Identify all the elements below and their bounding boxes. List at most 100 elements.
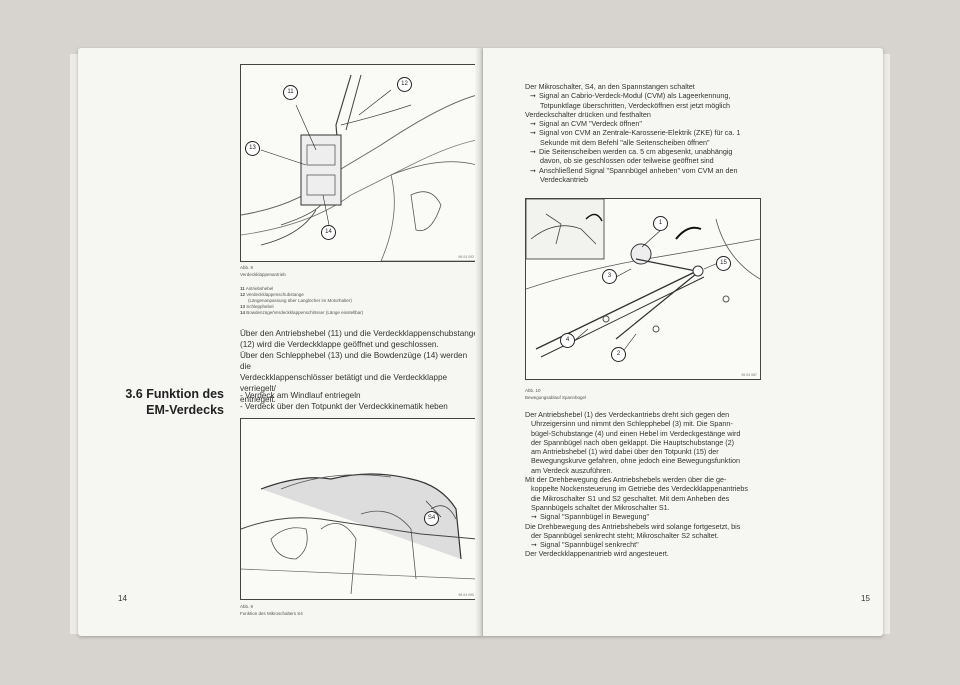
step-item: - Verdeck am Windlauf entriegeln [240, 391, 361, 400]
list-item: ➞Signal von CVM an Zentrale-Karosserie-E… [525, 128, 845, 137]
paragraph-line: Verdeckklappenschlösser betätigt und die… [240, 373, 448, 393]
list-item-text: Totpunktlage überschritten, Verdecköffne… [540, 100, 731, 110]
list-item: koppelte Nockensteuerung im Getriebe des… [525, 484, 855, 493]
figure-8-stamp: 96 04 093 [458, 255, 474, 259]
step-item: - Verdeck über den Totpunkt der Verdeckk… [240, 402, 448, 411]
list-item-text: Spannbügels schaltet der Mikroschalter S… [531, 502, 670, 512]
fig8-description: Über den Antriebshebel (11) und die Verd… [240, 328, 480, 405]
arrow-icon: ➞ [530, 165, 537, 175]
list-item-text: Die Seitenscheiben werden ca. 5 cm abges… [539, 147, 733, 157]
list-item: Sekunde mit dem Befehl "alle Seitenschei… [525, 138, 845, 147]
callout-s4: S4 [424, 511, 439, 526]
list-item: ➞Die Seitenscheiben werden ca. 5 cm abge… [525, 147, 845, 156]
callout-1: 1 [653, 216, 668, 231]
list-item-text: bügel-Schubstange (4) und einen Hebel im… [531, 428, 741, 438]
callout-14: 14 [321, 225, 336, 240]
legend-num: 11 [240, 286, 245, 291]
list-item-text: am Verdeck auszuführen. [531, 465, 613, 475]
list-item-text: Der Antriebshebel (1) des Verdeckantrieb… [525, 410, 730, 419]
list-item-text: Mit der Drehbewegung des Antriebshebels … [525, 475, 727, 485]
paragraph-line: (12) wird die Verdeckklappe geöffnet und… [240, 340, 439, 349]
paragraph-line: Über den Schlepphebel (13) und die Bowde… [240, 351, 468, 371]
right-page: Der Mikroschalter, S4, an den Spannstang… [483, 48, 883, 636]
top-list: Der Mikroschalter, S4, an den Spannstang… [525, 82, 845, 184]
figure-8-top-mechanism: 11 12 13 14 96 04 093 [240, 64, 478, 262]
list-item-text: Uhrzeigersinn und nimmt den Schlepphebel… [531, 419, 733, 429]
list-item-text: Verdeckantrieb [540, 174, 588, 184]
list-item-text: Signal von CVM an Zentrale-Karosserie-El… [539, 128, 741, 138]
legend-text: Antriebshebel [245, 286, 274, 291]
section-heading: 3.6 Funktion des EM-Verdecks [98, 386, 224, 418]
list-item: ➞Signal an Cabrio-Verdeck-Modul (CVM) al… [525, 91, 845, 100]
list-item: Totpunktlage überschritten, Verdecköffne… [525, 101, 845, 110]
list-item-text: Der Mikroschalter, S4, an den Spannstang… [525, 82, 695, 91]
list-item-text: Signal "Spannbügel senkrecht" [540, 540, 639, 550]
legend-text: Bowdenzüge/Verdeckklappenschlösser (Läng… [246, 310, 364, 315]
section-number: 3.6 [125, 387, 143, 401]
list-item: der Spannbügel nach oben geklappt. Die H… [525, 438, 855, 447]
figure-8-legend: 11 Antriebshebel 12 Verdeckklappenschubs… [240, 286, 470, 316]
figure-9-car-convertible: S4 96 04 090 [240, 418, 478, 600]
callout-11: 11 [283, 85, 298, 100]
list-item: Verdeckantrieb [525, 175, 845, 184]
section-title-line2: EM-Verdecks [146, 403, 224, 417]
list-item: Die Drehbewegung des Antriebshebels wird… [525, 522, 855, 531]
list-item-text: Sekunde mit dem Befehl "alle Seitenschei… [540, 137, 710, 147]
list-item-text: koppelte Nockensteuerung im Getriebe des… [531, 484, 748, 494]
list-item: der Spannbügel senkrecht steht; Mikrosch… [525, 531, 855, 540]
arrow-icon: ➞ [530, 91, 537, 101]
list-item: davon, ob sie geschlossen oder teilweise… [525, 156, 845, 165]
legend-row: 12 Verdeckklappenschubstange [240, 292, 470, 298]
list-item-text: der Spannbügel nach oben geklappt. Die H… [531, 437, 734, 447]
callout-2: 2 [611, 347, 626, 362]
list-item-text: Signal an Cabrio-Verdeck-Modul (CVM) als… [539, 91, 731, 101]
arrow-icon: ➞ [530, 128, 537, 138]
list-item: am Antriebshebel (1) wird dabei über den… [525, 447, 855, 456]
bottom-list: Der Antriebshebel (1) des Verdeckantrieb… [525, 410, 855, 559]
legend-num: 13 [240, 304, 246, 309]
figure-10-caption-title: Bewegungsablauf Spannbügel [525, 395, 587, 400]
section-title-line1: Funktion des [146, 387, 224, 401]
figure-9-caption-title: Funktion des Mikroschalters S4 [240, 611, 303, 616]
arrow-icon: ➞ [531, 512, 538, 522]
callout-3: 3 [602, 269, 617, 284]
left-page-edge [70, 54, 80, 634]
list-item-text: Signal an CVM "Verdeck öffnen" [539, 119, 642, 129]
figure-9-caption-number: Abb. 9 [240, 604, 254, 609]
legend-text: Verdeckklappenschubstange [246, 292, 304, 297]
list-item: ➞Anschließend Signal "Spannbügel anheben… [525, 166, 845, 175]
figure-10-drawing [526, 199, 760, 358]
legend-row: 13 Schlepphebel [240, 304, 470, 310]
list-item-text: am Antriebshebel (1) wird dabei über den… [531, 447, 719, 457]
list-item: ➞Signal an CVM "Verdeck öffnen" [525, 119, 845, 128]
paragraph-line: Über den Antriebshebel (11) und die Verd… [240, 329, 478, 338]
callout-15: 15 [716, 256, 731, 271]
list-item: bügel-Schubstange (4) und einen Hebel im… [525, 429, 855, 438]
list-item: Bewegungskurve gefahren, ohne jedoch ein… [525, 456, 855, 465]
list-item: am Verdeck auszuführen. [525, 466, 855, 475]
list-item: Spannbügels schaltet der Mikroschalter S… [525, 503, 855, 512]
list-item-text: Signal "Spannbügel in Bewegung" [540, 512, 650, 522]
left-page: 11 12 13 14 96 04 093 Abb. 8 Verdeckklap… [78, 48, 483, 636]
list-item-text: davon, ob sie geschlossen oder teilweise… [540, 156, 714, 166]
open-manual: 11 12 13 14 96 04 093 Abb. 8 Verdeckklap… [70, 40, 890, 640]
figure-8-caption-title: Verdeckklappenantrieb [240, 272, 286, 277]
list-item: ➞Signal "Spannbügel senkrecht" [525, 540, 855, 549]
list-item-text: Verdeckschalter drücken und festhalten [525, 109, 651, 119]
section-heading-line1: 3.6 Funktion des [98, 386, 224, 402]
list-item-text: die Mikroschalter S1 und S2 geschaltet. … [531, 493, 730, 503]
list-item: die Mikroschalter S1 und S2 geschaltet. … [525, 494, 855, 503]
legend-row: 11 Antriebshebel [240, 286, 470, 292]
figure-10-stamp: 96 04 087 [741, 373, 757, 377]
list-item-text: Die Drehbewegung des Antriebshebels wird… [525, 521, 741, 531]
callout-4: 4 [560, 333, 575, 348]
legend-row: 14 Bowdenzüge/Verdeckklappenschlösser (L… [240, 310, 470, 316]
callout-13: 13 [245, 141, 260, 156]
list-item-text: Der Verdeckklappenantrieb wird angesteue… [525, 549, 669, 559]
legend-row: (Längenanpassung über Langlöcher im Moto… [240, 298, 470, 304]
legend-text: (Längenanpassung über Langlöcher im Moto… [248, 298, 352, 303]
figure-8-drawing [241, 74, 477, 261]
legend-text: Schlepphebel [246, 304, 274, 309]
figure-10-spannbuegel: 1 2 3 4 15 96 04 087 [525, 198, 761, 380]
arrow-icon: ➞ [530, 147, 537, 157]
